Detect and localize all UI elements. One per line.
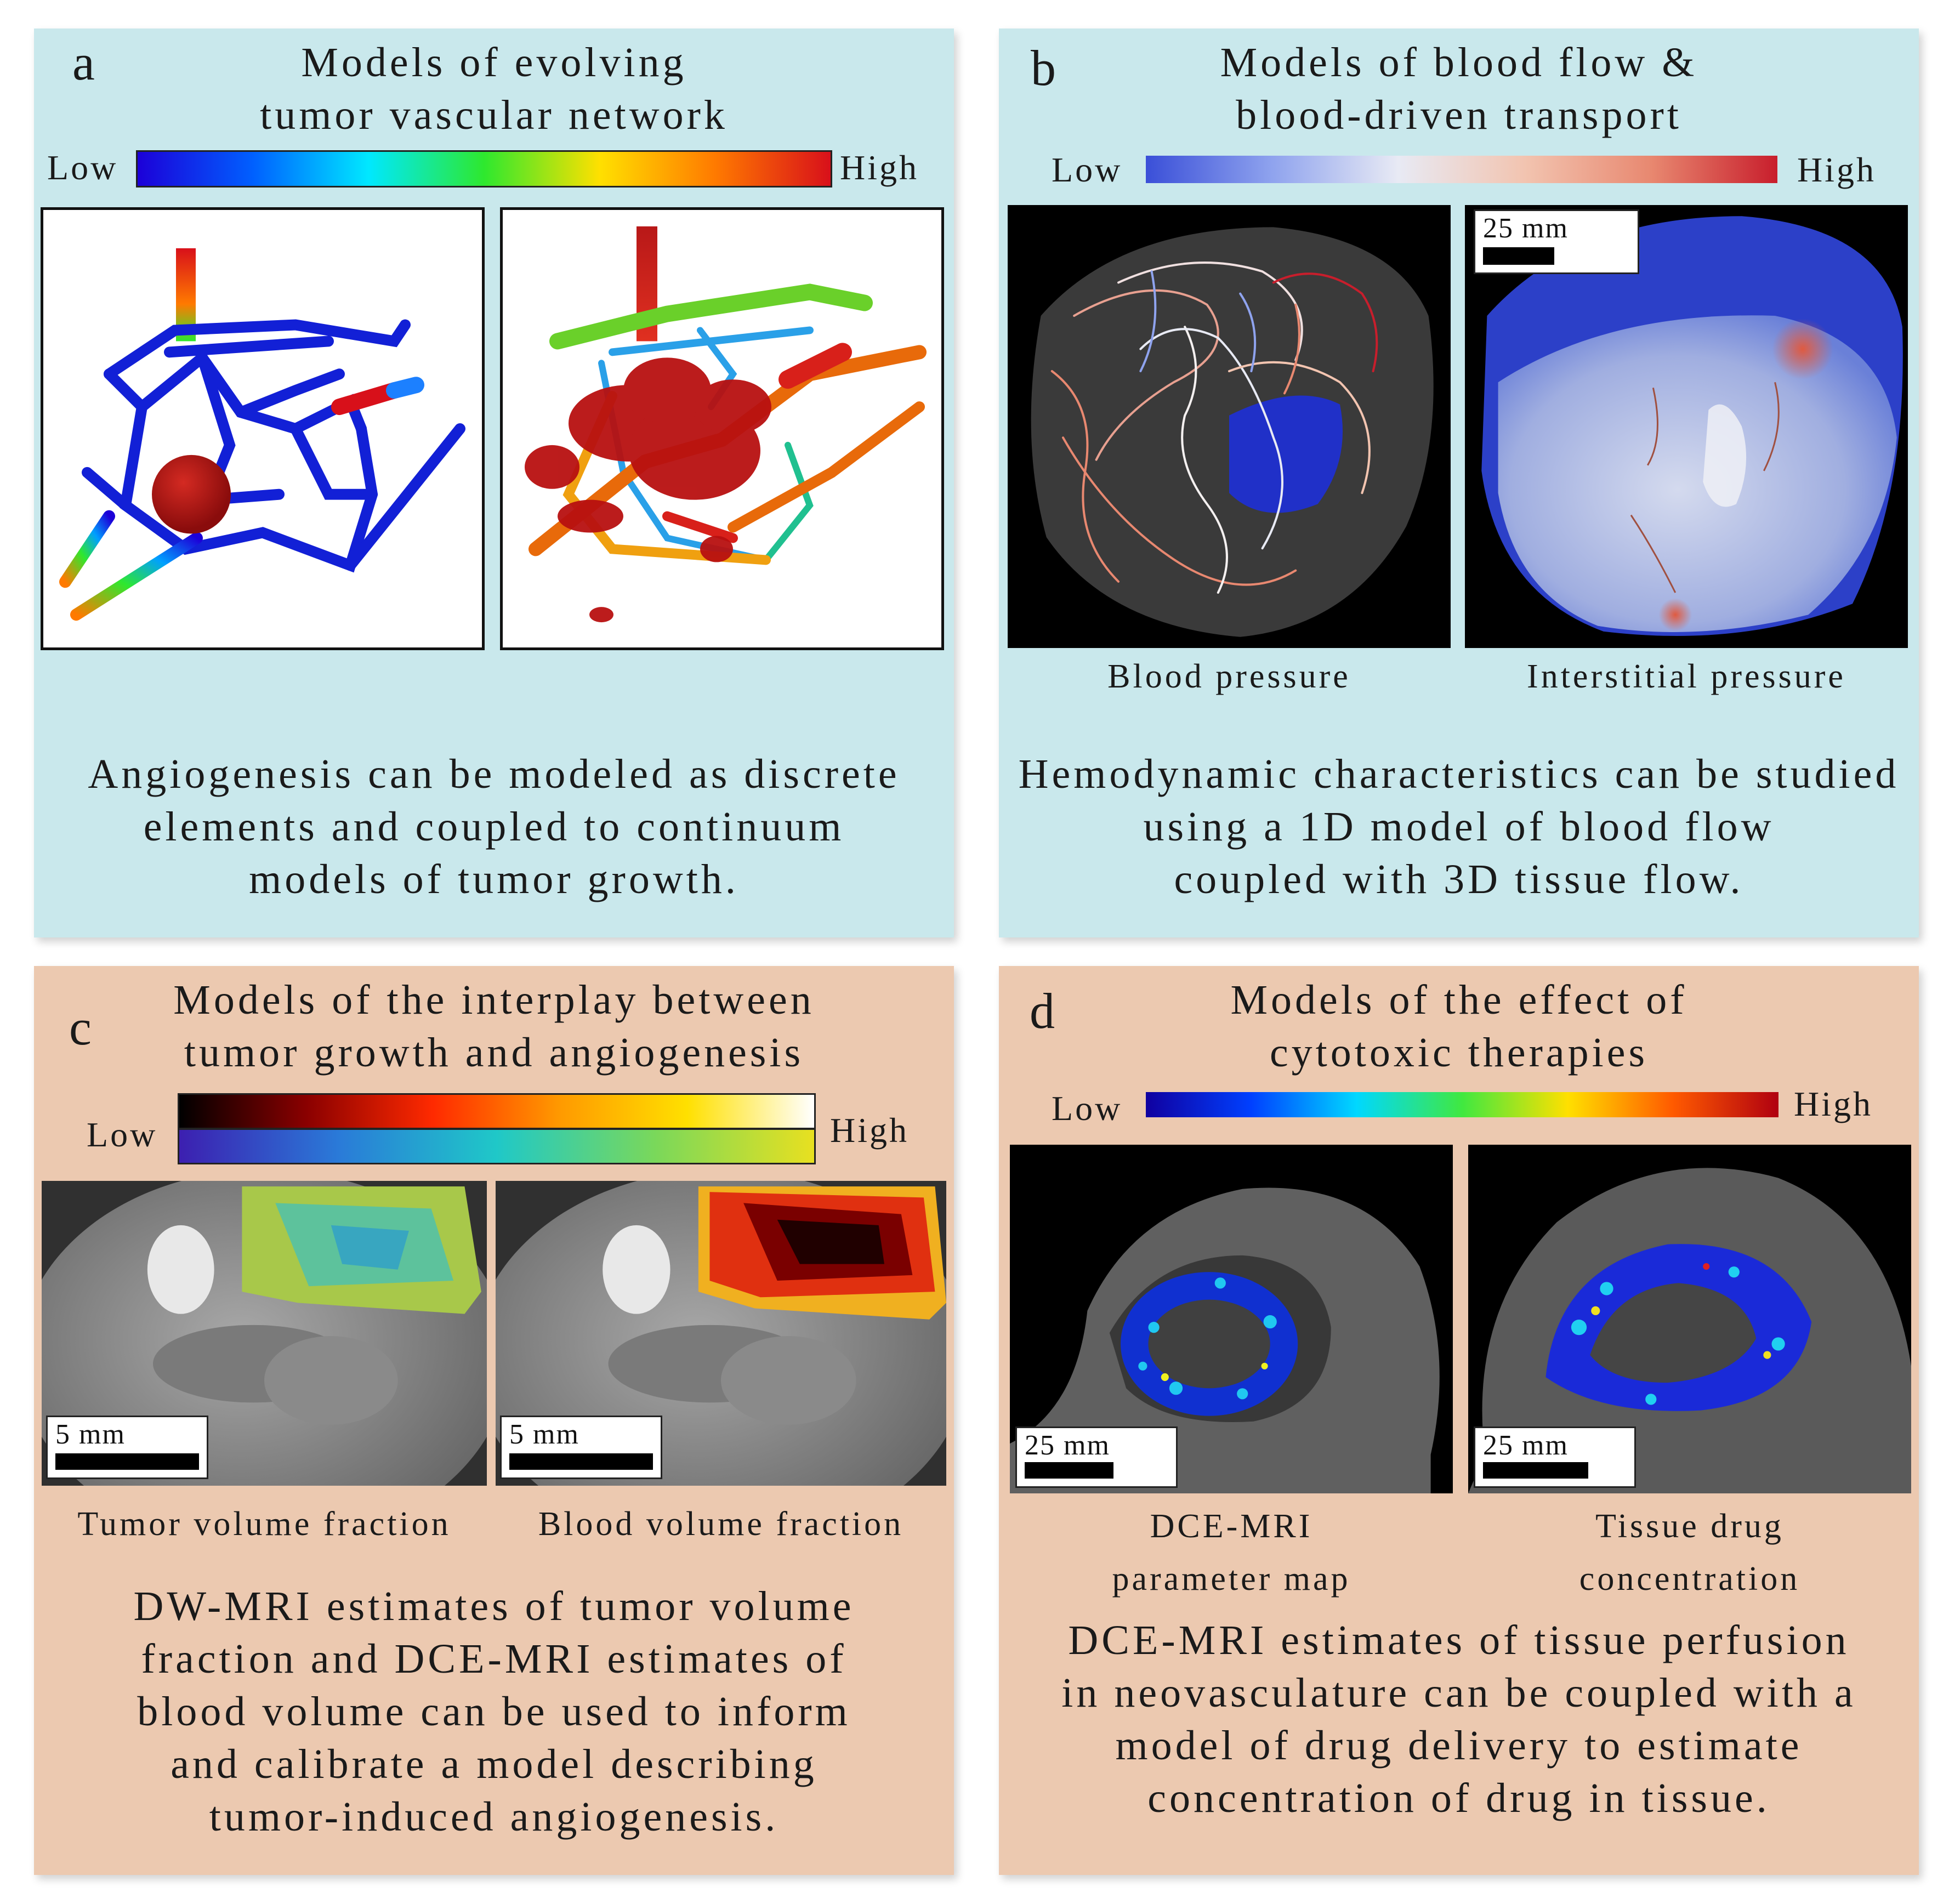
panel-d: d Models of the effect of cytotoxic ther… <box>999 966 1919 1875</box>
blood-pressure-image <box>1008 205 1451 648</box>
caption-line: Tissue drug <box>1595 1508 1784 1545</box>
panel-description: DCE-MRI estimates of tissue perfusion in… <box>999 1614 1919 1825</box>
description-line: and calibrate a model describing <box>171 1741 817 1787</box>
vascular-network-evolved-image <box>500 207 944 650</box>
panel-letter: c <box>69 999 92 1055</box>
title-line: tumor vascular network <box>260 92 728 138</box>
dce-mri-parameter-map-image: 25 mm <box>1010 1145 1453 1493</box>
description-line: coupled with 3D tissue flow. <box>1174 856 1744 902</box>
colorbar <box>136 150 832 187</box>
colorbar-high-label: High <box>1797 150 1876 189</box>
scale-bar-label: 5 mm <box>55 1419 126 1450</box>
scale-bar-line <box>1025 1462 1113 1479</box>
description-line: model of drug delivery to estimate <box>1115 1723 1803 1769</box>
scale-bar-label: 25 mm <box>1483 1430 1569 1461</box>
caption-dce-mri-parameter-map: DCE-MRI parameter map <box>1010 1500 1453 1605</box>
scale-bar-label: 25 mm <box>1483 213 1569 244</box>
panel-letter: b <box>1031 40 1056 96</box>
vascular-network-initial-image <box>41 207 485 650</box>
scale-bar: 25 mm <box>1474 209 1639 274</box>
description-line: DW-MRI estimates of tumor volume <box>133 1583 855 1629</box>
scale-bar: 5 mm <box>500 1416 662 1479</box>
caption-line: concentration <box>1579 1560 1800 1598</box>
panel-description: Angiogenesis can be modeled as discrete … <box>34 748 954 906</box>
caption-tumor-volume-fraction: Tumor volume fraction <box>77 1505 451 1543</box>
colorbar-low-label: Low <box>47 148 118 187</box>
colorbar-tumor-volume <box>178 1128 816 1164</box>
description-line: tumor-induced angiogenesis. <box>209 1794 779 1840</box>
title-line: Models of the interplay between <box>173 977 815 1023</box>
scale-bar: 25 mm <box>1015 1426 1178 1488</box>
panel-c: c Models of the interplay between tumor … <box>34 966 954 1875</box>
description-line: Hemodynamic characteristics can be studi… <box>1018 751 1900 797</box>
colorbar <box>1146 156 1777 183</box>
caption-blood-pressure: Blood pressure <box>1107 658 1351 695</box>
scale-bar: 25 mm <box>1474 1426 1636 1488</box>
title-line: Models of evolving <box>301 39 687 86</box>
panel-a: a Models of evolving tumor vascular netw… <box>34 29 954 937</box>
title-line: tumor growth and angiogenesis <box>184 1030 804 1076</box>
description-line: blood volume can be used to inform <box>137 1689 851 1735</box>
panel-title: Models of the effect of cytotoxic therap… <box>999 974 1919 1079</box>
scale-bar: 5 mm <box>46 1416 208 1479</box>
description-line: models of tumor growth. <box>249 856 739 902</box>
scale-bar-label: 5 mm <box>509 1419 579 1450</box>
colorbar-low-label: Low <box>87 1115 158 1154</box>
colorbar-blood-volume <box>178 1093 816 1129</box>
colorbar-high-label: High <box>1794 1084 1873 1123</box>
colorbar <box>1146 1092 1778 1117</box>
colorbar-low-label: Low <box>1052 150 1123 189</box>
panel-description: Hemodynamic characteristics can be studi… <box>999 748 1919 906</box>
caption-line: DCE-MRI <box>1150 1508 1313 1545</box>
title-line: Models of blood flow & <box>1220 39 1698 86</box>
description-line: DCE-MRI estimates of tissue perfusion <box>1068 1617 1850 1663</box>
tumor-volume-fraction-image: 5 mm <box>42 1181 487 1486</box>
scale-bar-label: 25 mm <box>1025 1430 1110 1461</box>
panel-title: Models of the interplay between tumor gr… <box>34 974 954 1079</box>
tissue-drug-concentration-image: 25 mm <box>1468 1145 1911 1493</box>
interstitial-pressure-image: 25 mm <box>1465 205 1908 648</box>
panel-b: b Models of blood flow & blood-driven tr… <box>999 29 1919 937</box>
colorbar-high-label: High <box>830 1111 909 1150</box>
title-line: Models of the effect of <box>1230 977 1687 1023</box>
scale-bar-line <box>1483 1462 1588 1479</box>
blood-volume-fraction-image: 5 mm <box>496 1181 946 1486</box>
panel-description: DW-MRI estimates of tumor volume fractio… <box>34 1580 954 1843</box>
caption-tissue-drug-concentration: Tissue drug concentration <box>1468 1500 1911 1605</box>
description-line: fraction and DCE-MRI estimates of <box>141 1636 847 1682</box>
panel-letter: d <box>1030 983 1055 1039</box>
caption-line: parameter map <box>1112 1560 1351 1598</box>
description-line: in neovasculature can be coupled with a <box>1061 1670 1856 1716</box>
title-line: blood-driven transport <box>1236 92 1682 138</box>
description-line: elements and coupled to continuum <box>143 804 845 850</box>
scale-bar-line <box>55 1453 199 1470</box>
scale-bar-line <box>509 1453 653 1470</box>
colorbar-high-label: High <box>840 148 919 187</box>
panel-letter: a <box>72 35 95 90</box>
title-line: cytotoxic therapies <box>1269 1030 1649 1076</box>
colorbar-low-label: Low <box>1052 1089 1123 1128</box>
panel-title: Models of evolving tumor vascular networ… <box>34 36 954 141</box>
panel-title: Models of blood flow & blood-driven tran… <box>999 36 1919 141</box>
description-line: using a 1D model of blood flow <box>1143 804 1775 850</box>
description-line: Angiogenesis can be modeled as discrete <box>88 751 900 797</box>
description-line: concentration of drug in tissue. <box>1147 1775 1770 1821</box>
scale-bar-line <box>1483 247 1554 265</box>
caption-blood-volume-fraction: Blood volume fraction <box>538 1505 904 1543</box>
caption-interstitial-pressure: Interstitial pressure <box>1527 658 1846 695</box>
